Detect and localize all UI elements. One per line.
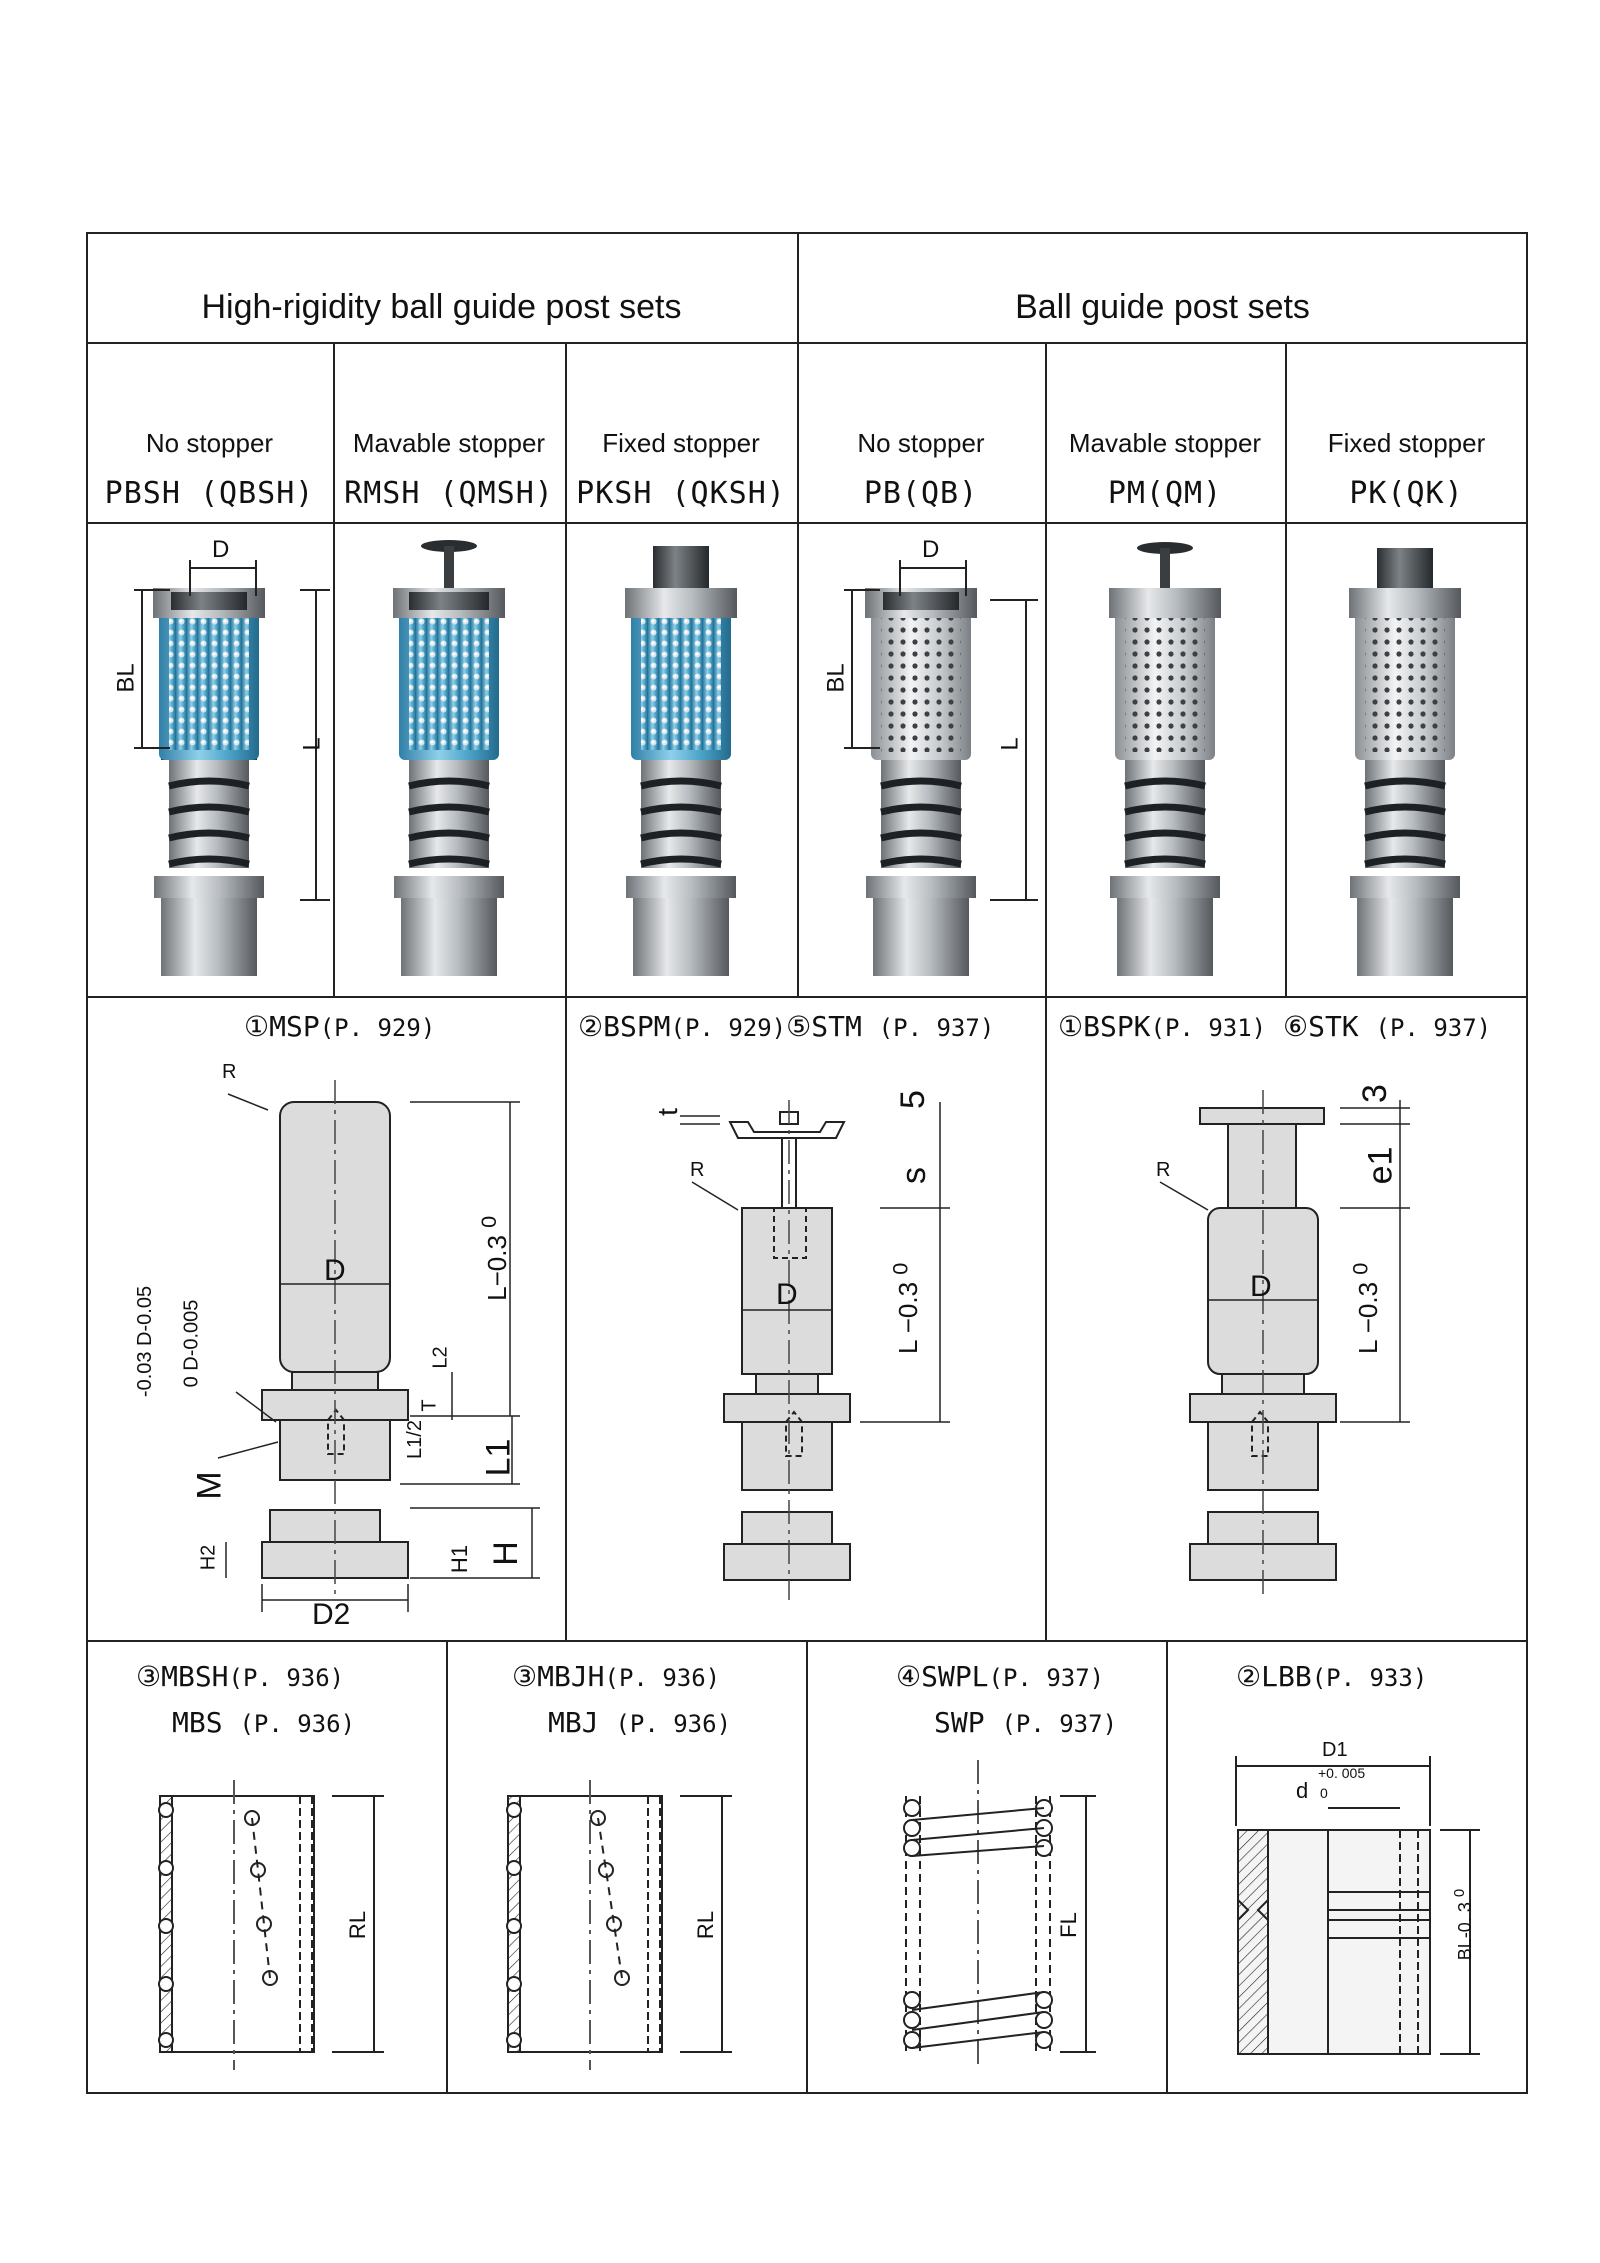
col-divider [1285, 342, 1287, 996]
drawing-title-bspm-stm: ②BSPM(P. 929)⑤STM (P. 937) [578, 1010, 995, 1043]
dim-r-msp: R [222, 1061, 236, 1083]
col-divider [1045, 996, 1047, 1640]
photo-dim-d: D [922, 536, 940, 563]
dim-d-zero: 0 [1320, 1785, 1328, 1801]
part-title-mbj: MBJ (P. 936) [548, 1706, 732, 1739]
post-pbsh-image [153, 588, 265, 976]
dim-d-msp: D [324, 1254, 346, 1287]
col-divider [797, 232, 799, 996]
variant-code: RMSH (QMSH) [344, 476, 554, 511]
dim-rl: RL [345, 1910, 371, 1940]
dim-r-bspm: R [690, 1159, 704, 1181]
dim-d-lbb: d [1296, 1778, 1308, 1803]
part-title-swp: SWP (P. 937) [934, 1706, 1118, 1739]
dim-d-tol: +0. 005 [1318, 1765, 1365, 1781]
post-pm-image [1109, 542, 1221, 976]
part-title-mbsh: ③MBSH(P. 936) [136, 1660, 345, 1693]
variant-code: PM(QM) [1107, 476, 1223, 511]
drawing-title-bspk-stk: ①BSPK(P. 931) ⑥STK (P. 937) [1058, 1010, 1492, 1043]
post-pksh-image [625, 546, 737, 976]
variant-code: PBSH (QBSH) [104, 476, 315, 511]
col-divider [1045, 342, 1047, 996]
variant-code: PB(QB) [863, 476, 979, 511]
dim-d-bspk: D [1250, 1270, 1272, 1303]
photo-dim-d: D [212, 536, 230, 563]
header-high-rigidity: High-rigidity ball guide post sets [201, 288, 682, 326]
col-divider [1166, 1640, 1168, 2094]
variant-type: Mavable stopper [352, 428, 546, 458]
col-divider [446, 1640, 448, 2094]
part-title-swpl: ④SWPL(P. 937) [896, 1660, 1105, 1693]
dim-r-bspk: R [1156, 1159, 1170, 1181]
dim-fl: FL [1055, 1912, 1081, 1938]
part-title-mbs: MBS (P. 936) [172, 1706, 356, 1739]
dim-bl-tol: BL-0. 3 0 [1451, 1888, 1476, 1961]
col-divider [565, 996, 567, 1640]
part-title-lbb: ②LBB(P. 933) [1236, 1660, 1428, 1693]
post-pb-image [865, 588, 977, 976]
dim-d1: D1 [1322, 1739, 1348, 1761]
drawing-title-msp: ①MSP(P. 929) [244, 1010, 436, 1043]
col-divider [806, 1640, 808, 2094]
post-pk-image [1349, 548, 1461, 976]
variant-type: Fixed stopper [1327, 428, 1486, 458]
dim-rl: RL [693, 1910, 719, 1940]
dim-d-bspm: D [776, 1278, 798, 1311]
variant-type: No stopper [145, 428, 274, 458]
variant-type: Fixed stopper [602, 428, 760, 458]
col-divider [565, 342, 567, 996]
dim-d2: D2 [312, 1598, 350, 1631]
photo-dimension-lines [134, 560, 1038, 901]
row-divider [86, 996, 1528, 998]
col-divider [333, 342, 335, 996]
header-ball-guide: Ball guide post sets [1015, 288, 1310, 326]
post-rmsh-image [393, 540, 505, 976]
variant-code: PKSH (QKSH) [576, 476, 786, 511]
variant-type: Mavable stopper [1068, 428, 1262, 458]
row-divider [86, 522, 1528, 524]
variant-type: No stopper [857, 428, 985, 458]
part-title-mbjh: ③MBJH(P. 936) [512, 1660, 721, 1693]
variant-code: PK(QK) [1349, 476, 1464, 511]
row-divider [86, 342, 1528, 344]
